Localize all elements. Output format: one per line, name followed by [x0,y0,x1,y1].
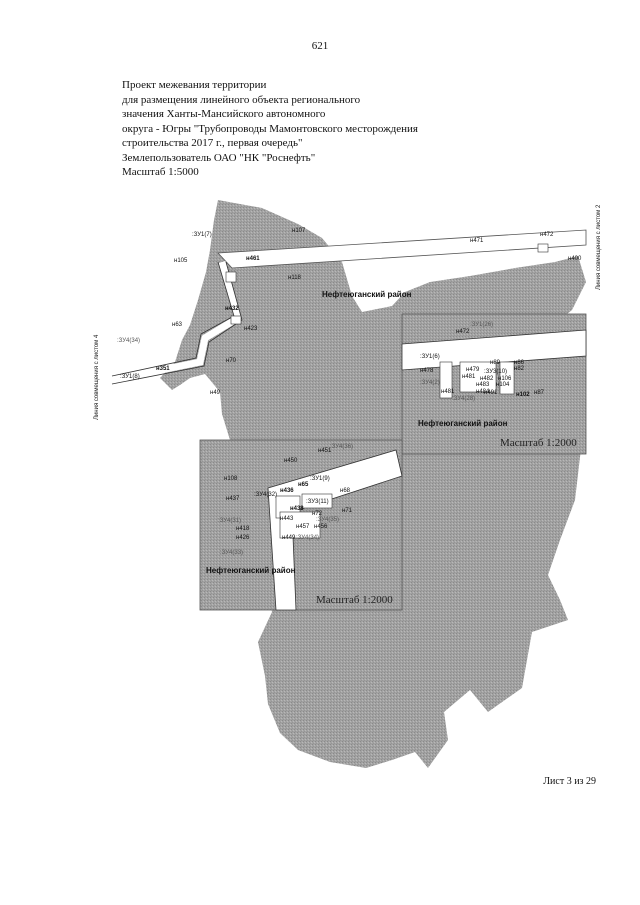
sheet-number: Лист 3 из 29 [543,776,596,787]
map-label: :ЗУ3(11) [306,499,329,505]
match-line-right: Линия совмещения с листом 2 [596,204,602,290]
map-label: н481 [462,374,476,380]
header-line: значения Ханты-Мансийского автономного [122,108,326,120]
map-label: н481 [441,389,455,395]
map-label: н472 [456,329,470,335]
map-label: н484 [476,389,490,395]
map-label: н104 [496,382,510,388]
map-label: :ЗУ4(32) [254,492,277,498]
map-label: н87 [534,390,545,396]
map-label: н106 [498,376,512,382]
map-label: н68 [340,488,351,494]
map-label: н418 [236,526,250,532]
map-label: н479 [466,367,480,373]
district-label: Нефтеюганский район [206,566,296,575]
map-label: :ЗУ1(8) [120,374,140,380]
header-line: строительства 2017 г., первая очередь" [122,137,303,149]
map-label: :ЗУ4(34) [296,535,319,541]
inset-scale-label: Масштаб 1:2000 [316,594,393,606]
map-label: н451 [318,448,332,454]
map-label: н432 [225,306,239,312]
map-label: н423 [244,326,258,332]
map-label: н478 [420,368,434,374]
map-label: н482 [480,376,494,382]
map-label: :ЗУ4(35) [316,517,339,523]
map-label: н471 [470,238,484,244]
plot-hatch [537,243,549,253]
map-label: :ЗУ4(33) [220,550,243,556]
header-line: Проект межевания территории [122,79,267,91]
header-line: округа - Югры "Трубопроводы Мамонтовског… [122,122,418,135]
document-header: Проект межевания территории для размещен… [122,78,418,180]
header-scale: Масштаб 1:5000 [122,166,199,178]
match-line-left: Линия совмещения с листом 4 [94,334,100,420]
plot-hatch [230,315,242,325]
map-label: :ЗУ1(9) [310,476,330,482]
map-label: н49 [210,390,221,396]
map-label: н107 [292,228,306,234]
map-label: н65 [298,482,309,488]
map-label: н457 [296,524,310,530]
district-label: Нефтеюганский район [418,419,508,428]
map-label: н351 [156,366,170,372]
header-line: для размещения линейного объекта региона… [122,93,361,106]
page-number: 621 [311,40,329,52]
map-label: н438 [290,506,304,512]
map-label: н400 [568,256,582,262]
map-label: :ЗУ3(10) [484,369,507,375]
map-label: н461 [246,256,260,262]
plot-hatch [225,271,237,283]
map-label: :ЗУ1(7) [192,232,212,238]
map-label: :ЗУ4(36) [330,444,353,450]
map-label: н483 [476,382,490,388]
pipeline-corridor [111,261,243,384]
inset-scale-label: Масштаб 1:2000 [500,437,577,449]
map-label: :ЗУ4(28) [452,396,475,402]
inset-map-1: :ЗУ1(26) н472 :ЗУ1(6) н89 н86 н478 н479 … [401,313,587,455]
map-label: н118 [288,275,302,281]
map-label: :ЗУ4(31) [218,518,241,524]
map-label: н450 [284,458,298,464]
map-label: :ЗУ4(2) [420,380,440,386]
inset-map-2: :ЗУ4(36) н451 н450 н108 :ЗУ1(9) н65 н436… [199,439,403,611]
map-label: н426 [236,535,250,541]
map-label: н105 [174,258,188,264]
map-label: :ЗУ4(34) [117,338,140,344]
map-label: н437 [226,496,240,502]
map-label: н63 [172,322,183,328]
map-label: н89 [490,360,501,366]
map-label: н108 [224,476,238,482]
map-label: н82 [514,366,525,372]
road-strip [217,229,587,269]
map-label: н491 [484,390,498,396]
district-label: Нефтеюганский район [322,290,412,299]
map-label: :ЗУ1(26) [470,322,493,328]
map-label: н456 [314,524,328,530]
map-label: н70 [226,358,237,364]
map-label: н443 [280,516,294,522]
header-line: Землепользователь ОАО "НК "Роснефть" [122,151,316,164]
map-label: н472 [540,232,554,238]
map-label: :ЗУ1(6) [420,354,440,360]
map-label: н102 [516,392,530,398]
map-label: н72 [312,511,323,517]
map-label: н449 [282,535,296,541]
map-label: н71 [342,508,353,514]
map-label: н86 [514,360,525,366]
map-label: н436 [280,488,294,494]
